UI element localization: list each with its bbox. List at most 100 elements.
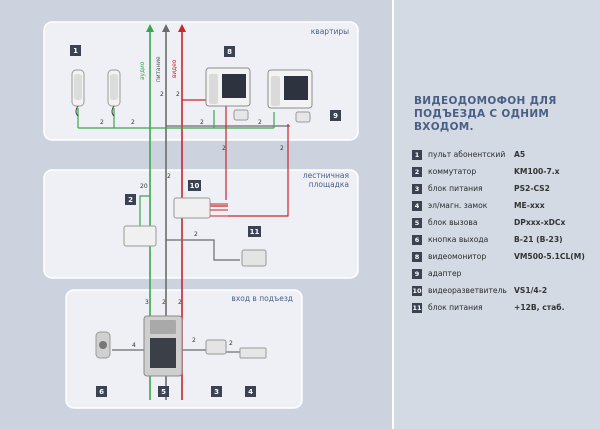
badge-11: 11 <box>248 226 261 237</box>
adapter-8 <box>233 109 249 121</box>
psu-device-3 <box>205 339 227 355</box>
legend-row: 1 пульт абонентский A5 <box>412 148 600 165</box>
legend-row: 8 видеомонитор VM500-5.1CL(M) <box>412 250 600 267</box>
wire-count-landing-c: 20 <box>140 183 148 190</box>
wire-count-apt-a: 2 <box>100 119 104 126</box>
badge-1: 1 <box>70 45 81 56</box>
wire-count-entr-c: 2 <box>178 299 182 306</box>
legend-device-name: видеоразветвитель <box>428 286 507 295</box>
zone-label-landing-2: площадка <box>309 180 349 189</box>
legend-number-badge: 10 <box>412 286 422 296</box>
badge-3-text: 3 <box>214 388 219 396</box>
zone-label-landing-1: лестничная <box>303 171 349 180</box>
wire-count-entr-f: 2 <box>229 340 233 347</box>
title-line-2: ПОДЪЕЗДА С ОДНИМ <box>414 108 550 120</box>
legend-device-model: PS2-CS2 <box>514 184 550 193</box>
wire-count-apt-e: 2 <box>200 119 204 126</box>
bus-label-video: видео <box>172 59 178 78</box>
badge-9: 9 <box>330 110 341 121</box>
legend-device-model: KM100-7.x <box>514 167 560 176</box>
badge-10: 10 <box>188 180 201 191</box>
badge-10-text: 10 <box>190 182 200 190</box>
wire-count-landing-e: 2 <box>194 231 198 238</box>
video-splitter-device <box>173 197 228 219</box>
lock-device <box>239 347 267 359</box>
badge-4: 4 <box>245 386 256 397</box>
legend-device-name: блок питания <box>428 184 483 193</box>
legend-device-model: A5 <box>514 150 526 159</box>
badge-8-text: 8 <box>227 48 232 56</box>
legend-number-badge: 5 <box>412 218 422 228</box>
legend-number-badge: 9 <box>412 269 422 279</box>
zone-landing-box <box>43 169 359 279</box>
wire-count-entr-b: 2 <box>162 299 166 306</box>
legend-device-name: коммутатор <box>428 167 477 176</box>
bus-label-audio: аудио <box>140 61 146 80</box>
handset-2 <box>107 69 121 117</box>
video-riser-9 <box>228 124 289 217</box>
zone-label-apartments: квартиры <box>311 27 349 36</box>
exit-button-device <box>95 331 111 359</box>
badge-8: 8 <box>224 46 235 57</box>
badge-6: 6 <box>96 386 107 397</box>
legend-row: 10 видеоразветвитель VS1/4-2 <box>412 284 600 301</box>
wire-count-apt-b: 2 <box>131 119 135 126</box>
badge-11-text: 11 <box>250 228 260 236</box>
bus-label-power: питание <box>156 56 162 82</box>
legend-device-name: кнопка выхода <box>428 235 489 244</box>
title-line-1: ВИДЕОДОМОФОН ДЛЯ <box>414 95 557 107</box>
badge-1-text: 1 <box>73 47 78 55</box>
legend-panel: ВИДЕОДОМОФОН ДЛЯ ПОДЪЕЗДА С ОДНИМ ВХОДОМ… <box>392 0 600 429</box>
zone-entrance-box <box>65 289 303 409</box>
legend-number-badge: 11 <box>412 303 422 313</box>
handset-1 <box>71 69 85 117</box>
legend-device-model: ME-xxx <box>514 201 545 210</box>
title-line-3: ВХОДОМ. <box>414 121 474 133</box>
commutator-device <box>123 225 157 247</box>
legend-device-model: VS1/4-2 <box>514 286 548 295</box>
wire-count-apt-d: 2 <box>176 91 180 98</box>
badge-2-text: 2 <box>128 196 133 204</box>
legend-row: 5 блок вызова DPxxx-xDCx <box>412 216 600 233</box>
legend-number-badge: 8 <box>412 252 422 262</box>
wire-count-landing-d: 2 <box>167 173 171 180</box>
badge-9-text: 9 <box>333 112 338 120</box>
badge-5-text: 5 <box>161 388 166 396</box>
legend-device-name: блок вызова <box>428 218 478 227</box>
wire-count-entr-d: 4 <box>132 342 136 349</box>
legend-number-badge: 1 <box>412 150 422 160</box>
legend-number-badge: 4 <box>412 201 422 211</box>
legend-device-name: видеомонитор <box>428 252 487 261</box>
call-panel-device <box>143 315 183 377</box>
legend-number-badge: 6 <box>412 235 422 245</box>
wire-count-landing-a: 2 <box>222 145 226 152</box>
wire-count-entr-e: 2 <box>192 337 196 344</box>
legend-device-model: B-21 (B-23) <box>514 235 563 244</box>
badge-2: 2 <box>125 194 136 205</box>
wire-count-landing-b: 2 <box>280 145 284 152</box>
psu-link <box>166 239 240 261</box>
psu-device-11 <box>241 249 267 267</box>
legend-row: 4 эл/магн. замок ME-xxx <box>412 199 600 216</box>
badge-6-text: 6 <box>99 388 104 396</box>
legend-device-name: пульт абонентский <box>428 150 506 159</box>
legend-number-badge: 3 <box>412 184 422 194</box>
legend-device-name: эл/магн. замок <box>428 201 488 210</box>
legend-device-model: DPxxx-xDCx <box>514 218 566 227</box>
commutator-link <box>139 195 150 226</box>
video-monitor-9 <box>267 69 313 109</box>
badge-3: 3 <box>211 386 222 397</box>
legend-device-name: адаптер <box>428 269 462 278</box>
diagram-title: ВИДЕОДОМОФОН ДЛЯ ПОДЪЕЗДА С ОДНИМ ВХОДОМ… <box>414 95 594 134</box>
zone-apartments-box <box>43 21 359 141</box>
legend-device-name: блок питания <box>428 303 483 312</box>
legend-device-model: VM500-5.1CL(M) <box>514 252 585 261</box>
legend-row: 6 кнопка выхода B-21 (B-23) <box>412 233 600 250</box>
badge-5: 5 <box>158 386 169 397</box>
wire-count-apt-c: 2 <box>160 91 164 98</box>
legend-row: 9 адаптер <box>412 267 600 284</box>
zone-label-entrance: вход в подъезд <box>231 294 293 303</box>
